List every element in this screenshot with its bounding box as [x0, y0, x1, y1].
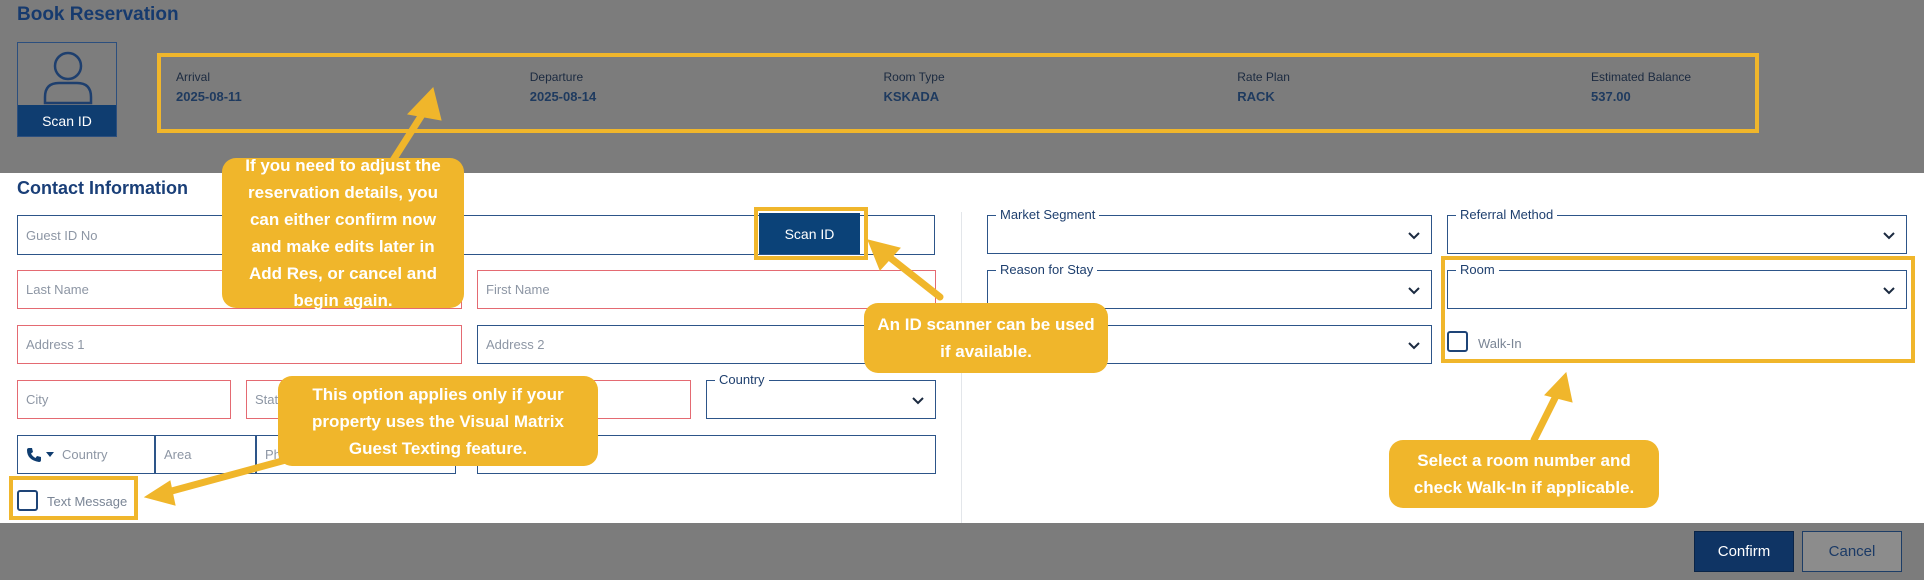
room-type-label: Room Type [883, 70, 945, 84]
city-placeholder: City [26, 392, 49, 407]
chevron-down-icon [1883, 287, 1895, 295]
phone-icon [27, 447, 41, 462]
avatar-scan-id-button[interactable]: Scan ID [18, 105, 116, 136]
chevron-down-icon [1883, 232, 1895, 240]
phone-country-dropdown[interactable] [26, 447, 54, 463]
rate-plan-label: Rate Plan [1237, 70, 1290, 84]
address1-input[interactable]: Address 1 [17, 325, 462, 364]
arrow-scanner [884, 252, 944, 301]
balance-summary: Estimated Balance 537.00 [1591, 70, 1741, 129]
country-select[interactable]: Country [706, 372, 936, 419]
referral-method-label: Referral Method [1456, 207, 1558, 222]
text-message-label: Text Message [47, 494, 128, 509]
guest-id-placeholder: Guest ID No [26, 227, 98, 243]
first-name-input[interactable]: First Name [477, 270, 936, 309]
cancel-button[interactable]: Cancel [1802, 531, 1902, 572]
phone-area-input[interactable]: Area [155, 435, 256, 474]
phone-country-placeholder: Country [62, 447, 108, 462]
arrival-label: Arrival [176, 70, 211, 84]
room-select[interactable]: Room [1447, 262, 1907, 309]
address1-placeholder: Address 1 [26, 337, 85, 352]
arrow-adjust [386, 106, 429, 169]
country-label: Country [715, 372, 769, 387]
text-message-checkbox[interactable] [17, 490, 38, 511]
balance-value: 537.00 [1591, 89, 1631, 104]
scan-id-highlight [754, 207, 868, 260]
chevron-down-icon [912, 397, 924, 405]
reason-for-stay-select[interactable]: Reason for Stay [987, 262, 1432, 309]
user-icon [43, 51, 93, 105]
last-name-placeholder: Last Name [26, 282, 89, 297]
reason-for-stay-label: Reason for Stay [996, 262, 1098, 277]
chevron-down-icon [1408, 287, 1420, 295]
room-type-value: KSKADA [883, 89, 940, 104]
guest-photo-card[interactable]: Scan ID [17, 42, 117, 137]
arrival-value: 2025-08-11 [176, 89, 242, 104]
text-message-highlight [9, 476, 138, 520]
callout-adjust: If you need to adjust the reservation de… [222, 156, 464, 310]
rate-plan-value: RACK [1237, 89, 1275, 104]
phone-area-placeholder: Area [164, 447, 192, 462]
chevron-down-icon [1408, 232, 1420, 240]
room-label: Room [1456, 262, 1499, 277]
callout-scanner: An ID scanner can be used if available. [864, 303, 1108, 373]
market-segment-select[interactable]: Market Segment [987, 207, 1432, 254]
chevron-down-icon [1408, 342, 1420, 350]
referral-method-select[interactable]: Referral Method [1447, 207, 1907, 254]
address2-input[interactable]: Address 2 [477, 325, 936, 364]
first-name-placeholder: First Name [486, 282, 550, 297]
confirm-button[interactable]: Confirm [1694, 531, 1794, 572]
callout-texting: This option applies only if your propert… [278, 376, 598, 466]
contact-section-title: Contact Information [17, 178, 188, 198]
walk-in-label: Walk-In [1478, 336, 1522, 351]
caret-down-icon [46, 452, 54, 457]
market-segment-label: Market Segment [996, 207, 1100, 222]
reservation-summary: Arrival 2025-08-11 Departure 2025-08-14 … [157, 53, 1759, 133]
arrival-summary: Arrival 2025-08-11 [176, 70, 530, 129]
rate-plan-summary: Rate Plan RACK [1237, 70, 1591, 129]
departure-value: 2025-08-14 [529, 89, 597, 104]
city-input[interactable]: City [17, 380, 231, 419]
address2-placeholder: Address 2 [486, 337, 545, 352]
room-type-summary: Room Type KSKADA [884, 70, 1238, 129]
page-title: Book Reservation [17, 4, 179, 25]
phone-country-input[interactable]: Country [17, 435, 155, 474]
room-highlight [1441, 256, 1915, 363]
walk-in-checkbox[interactable] [1447, 331, 1468, 352]
scan-id-button[interactable]: Scan ID [759, 213, 860, 254]
arrow-room [1530, 388, 1562, 444]
state-placeholder: State [255, 392, 286, 407]
balance-label: Estimated Balance [1591, 70, 1692, 84]
departure-summary: Departure 2025-08-14 [530, 70, 884, 129]
callout-room: Select a room number and check Walk-In i… [1389, 440, 1659, 508]
departure-label: Departure [529, 70, 584, 84]
